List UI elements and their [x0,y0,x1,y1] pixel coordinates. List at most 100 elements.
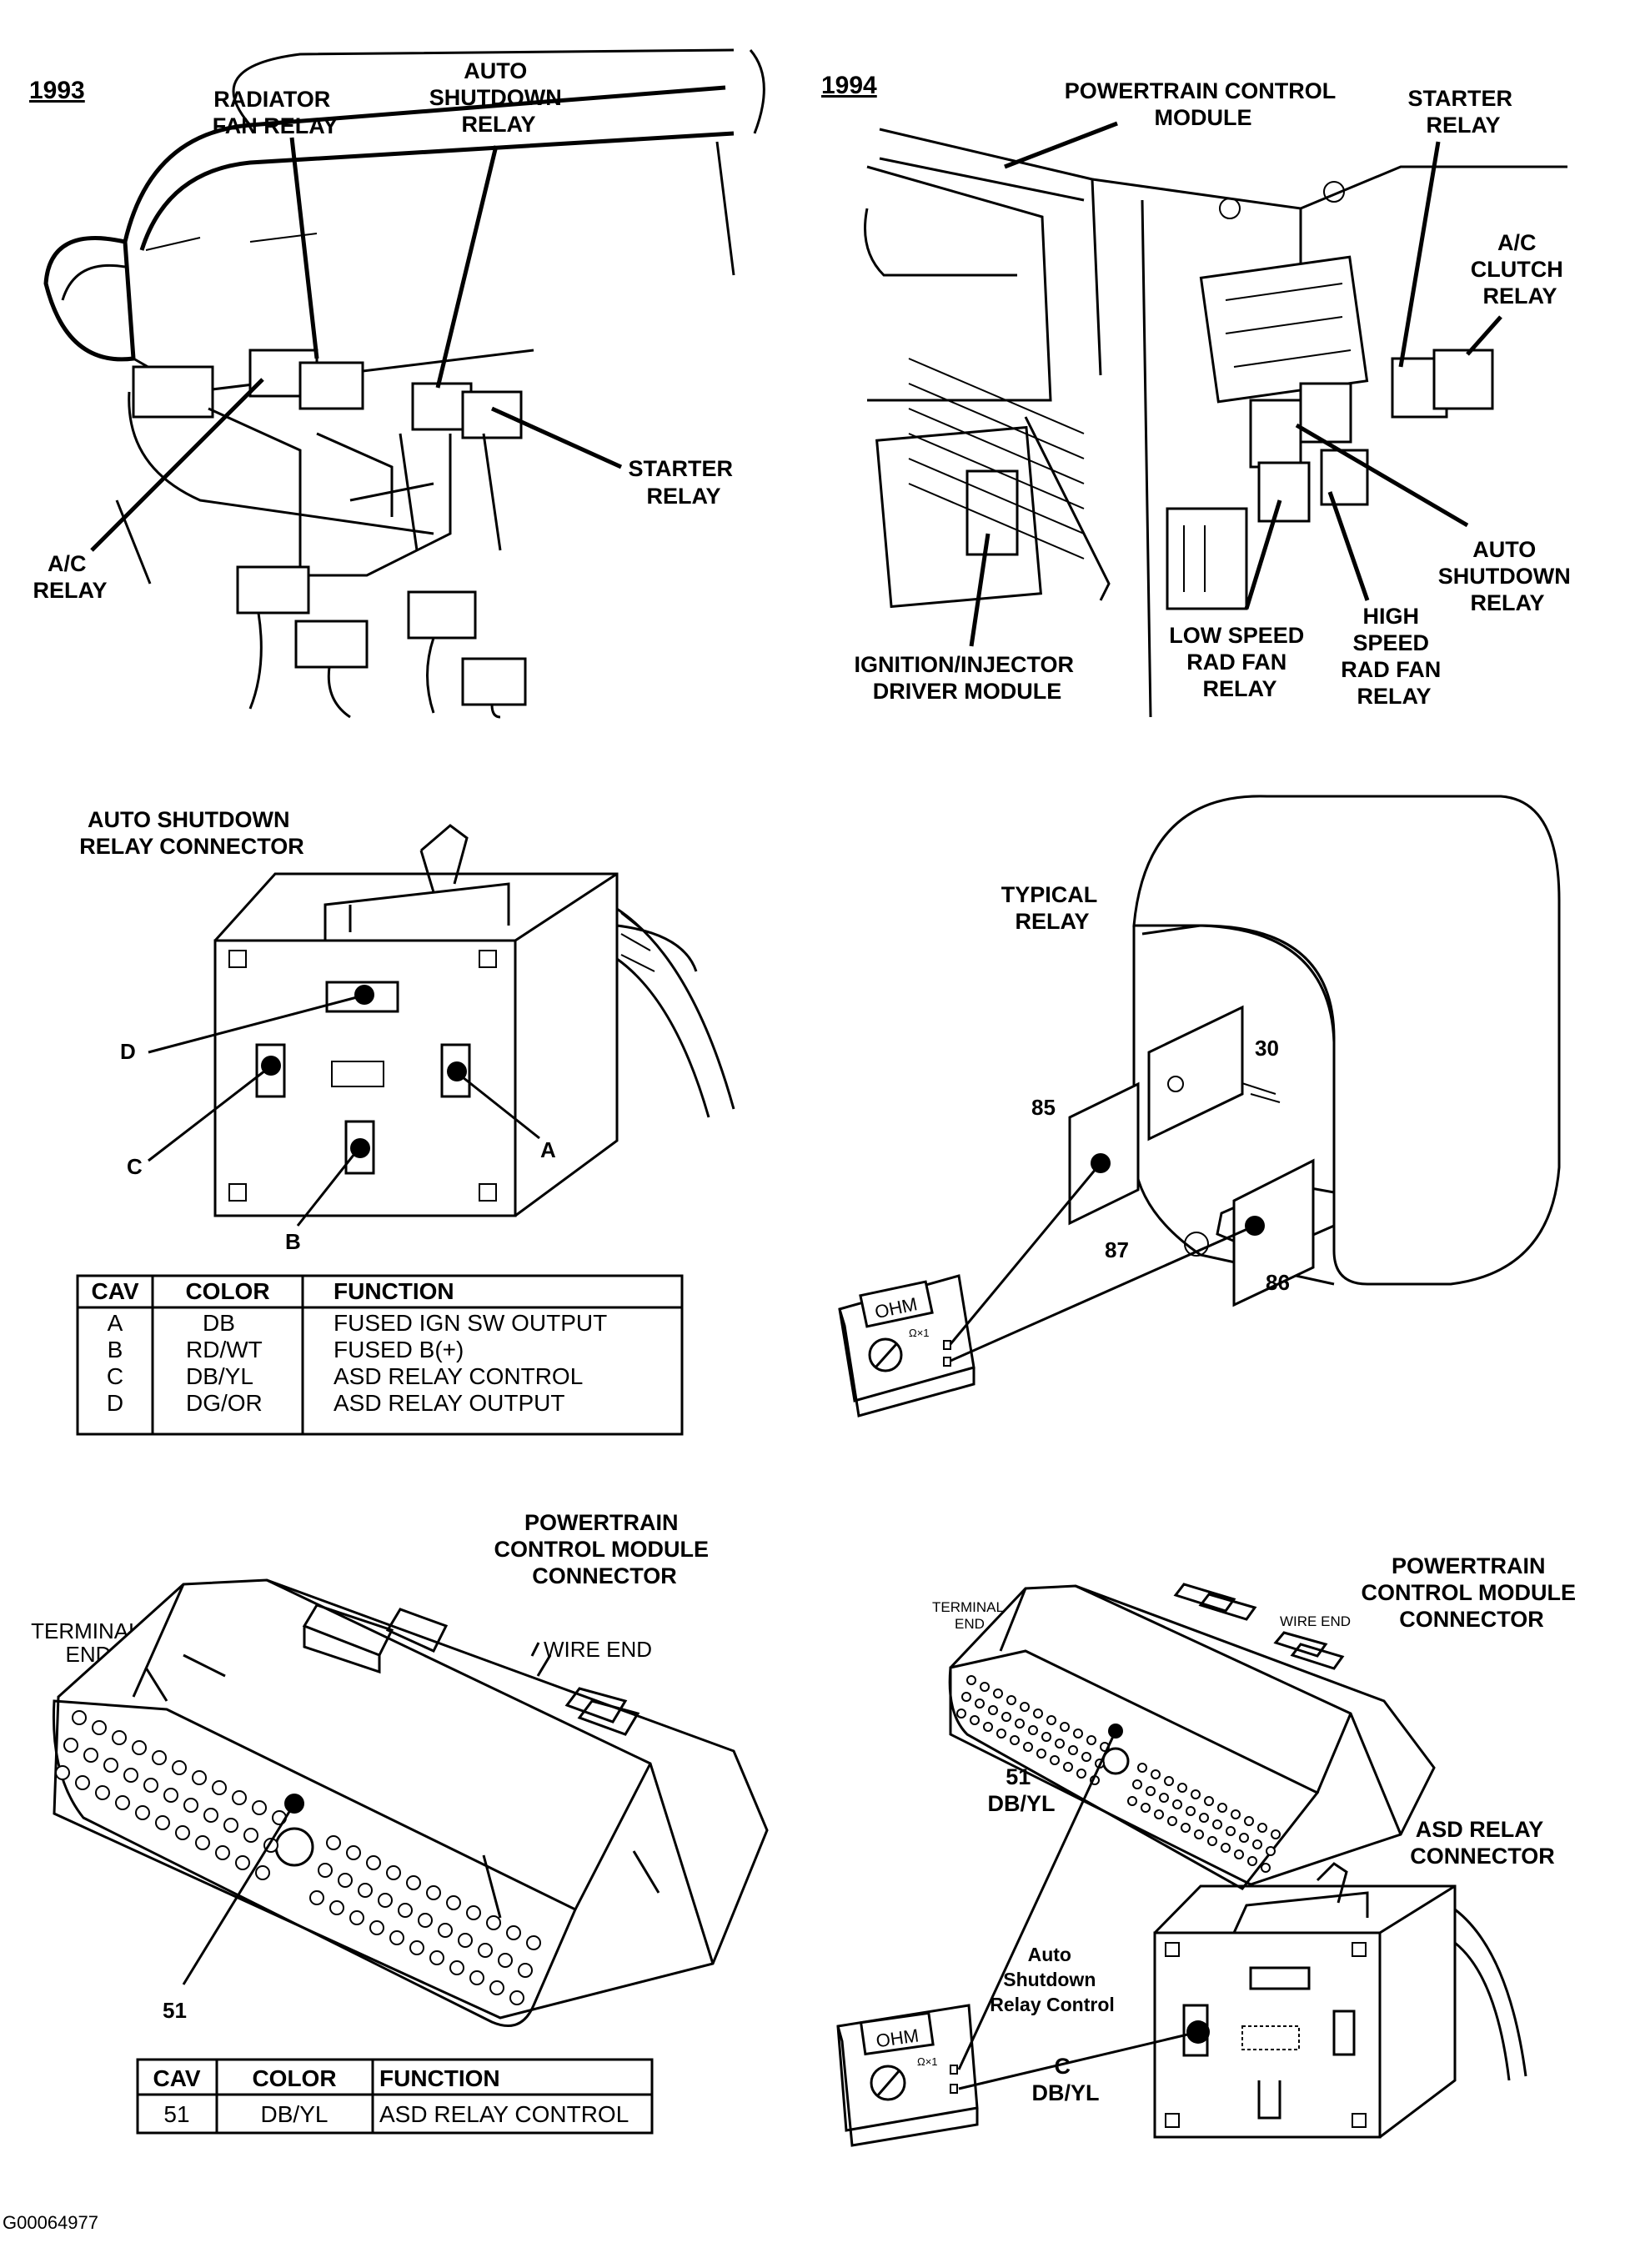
connector-pin [983,1722,993,1732]
connector-pin [1068,1745,1078,1755]
connector-pin [1194,1829,1204,1839]
connector-pin [975,1698,985,1709]
table-row: A DB FUSED IGN SW OUTPUT [108,1310,608,1336]
connector-pin [966,1675,976,1685]
connector-pin [346,1845,361,1860]
connector-pin [486,1915,501,1930]
leader-starter-relay-1994 [1398,141,1441,368]
connector-pin [95,1785,110,1800]
connector-pin [386,1865,401,1880]
asd-table-header-color: COLOR [185,1278,269,1304]
pcm-connector-right-panel: POWERTRAIN CONTROL MODULE CONNECTOR TERM… [836,1553,1582,2147]
svg-text:ASD RELAY CONTROL: ASD RELAY CONTROL [334,1363,583,1389]
connector-pin [1010,1735,1020,1745]
connector-pin [83,1748,98,1763]
leader-ac-clutch-relay [1466,315,1502,356]
connector-pin [195,1835,210,1850]
asd-relay-connector-title-right: ASD RELAY CONNECTOR [1410,1817,1555,1869]
connector-pin [1221,1843,1231,1853]
connector-pin [155,1815,170,1830]
figure-code: G00064977 [3,2212,98,2233]
connector-pin [988,1705,998,1715]
connector-pin [1154,1809,1164,1819]
year-1993-label: 1993 [29,77,85,104]
table-row: B RD/WT FUSED B(+) [108,1337,464,1362]
connector-pin [1186,1806,1196,1816]
connector-pin [243,1828,258,1843]
svg-text:DB/YL: DB/YL [261,2101,329,2127]
connector-pin [143,1778,158,1793]
connector-pin [1073,1729,1083,1739]
connector-pin [1257,1823,1267,1833]
svg-text:RD/WT: RD/WT [186,1337,263,1362]
connector-pin [1261,1863,1271,1873]
leader-asd-relay-1994 [1295,423,1469,528]
connector-pin [1132,1779,1142,1789]
connector-pin [235,1855,250,1870]
connector-pin [1151,1769,1161,1779]
connector-pin [1199,1813,1209,1823]
label-ignition-injector-module: IGNITION/INJECTOR DRIVER MODULE [854,652,1080,704]
connector-pin [993,1688,1003,1698]
panel-1993: 1993 [29,48,765,719]
connector-pin [1212,1819,1222,1829]
asd-table-header-cav: CAV [91,1278,138,1304]
connector-pin [163,1788,178,1803]
connector-pin [112,1730,127,1745]
pcm-table-header-function: FUNCTION [379,2065,500,2091]
pin-b-label: B [285,1229,301,1254]
typical-relay-title: TYPICAL RELAY [1001,882,1104,934]
connector-pin [1159,1793,1169,1803]
connector-pin [449,1960,464,1975]
starter-relay-1993 [461,390,523,439]
connector-pin [438,1923,453,1938]
ac-clutch-relay-1994 [1432,349,1494,410]
connector-pin [506,1925,521,1940]
connector-pin [1060,1722,1070,1732]
asd-connector-right-drawing [1153,1862,1527,2139]
pcm-drawing [1199,181,1369,404]
pcm-left-wire-end: WIRE END [544,1637,652,1662]
connector-pin [498,1953,513,1968]
connector-pin [175,1825,190,1840]
terminal-86 [1232,1158,1315,1307]
connector-pin [961,1692,971,1702]
pcm-right-pin-label: 51 DB/YL [988,1764,1056,1816]
svg-text:DG/OR: DG/OR [186,1390,263,1416]
leader-ignition-injector-module [969,533,991,647]
label-auto-shutdown-relay-1993: AUTO SHUTDOWN RELAY [429,58,569,137]
pcm-right-title: POWERTRAIN CONTROL MODULE CONNECTOR [1361,1553,1582,1632]
connector-pin [1217,1803,1227,1813]
svg-text:ASD RELAY OUTPUT: ASD RELAY OUTPUT [334,1390,564,1416]
meter-range-label-right: Ω×1 [917,2055,938,2068]
label-high-speed-fan-relay: HIGH SPEED RAD FAN RELAY [1341,604,1447,709]
pin-c-label: C [127,1154,143,1179]
probe-lead-pcm [957,1730,1117,2070]
connector-pin [1271,1829,1281,1839]
label-ac-relay-1993: A/C RELAY [33,551,107,603]
connector-pin [103,1758,118,1773]
connector-pin [223,1818,238,1833]
label-ac-clutch-relay: A/C CLUTCH RELAY [1471,230,1570,309]
table-row: 51 DB/YL ASD RELAY CONTROL [163,2101,629,2127]
connector-pin [192,1770,207,1785]
connector-pin [1226,1826,1236,1836]
pcm-left-title: POWERTRAIN CONTROL MODULE CONNECTOR [494,1510,715,1588]
connector-pin [996,1729,1006,1739]
connector-pin [1172,1799,1182,1809]
connector-pin [1146,1786,1156,1796]
label-low-speed-fan-relay: LOW SPEED RAD FAN RELAY [1169,623,1311,701]
label-starter-relay-1994: STARTER RELAY [1407,86,1518,138]
connector-pin [1020,1702,1030,1712]
probe-lead-asd [958,2030,1199,2090]
connector-pin [1036,1749,1046,1759]
connector-pin [172,1760,187,1775]
pcm-connector-left-panel: POWERTRAIN CONTROL MODULE CONNECTOR TERM… [31,1510,769,2135]
connector-pin [956,1709,966,1719]
connector-pin [1041,1732,1051,1742]
connector-pin [1167,1816,1177,1826]
meter-dial [868,1337,903,1372]
pcm-table-header-cav: CAV [153,2065,200,2091]
leader-low-speed-fan-relay [1244,499,1282,610]
